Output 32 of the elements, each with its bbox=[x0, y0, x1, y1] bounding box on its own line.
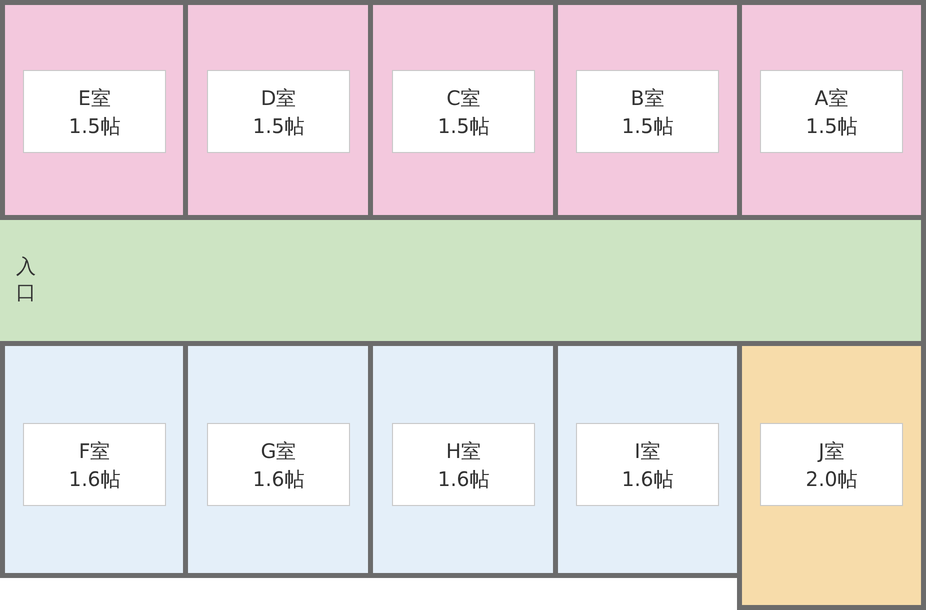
entrance-label: 入口 bbox=[16, 253, 37, 305]
room bbox=[188, 5, 368, 215]
room-name: E室 bbox=[78, 84, 111, 112]
room-name: A室 bbox=[814, 84, 848, 112]
room bbox=[5, 346, 183, 573]
room-size: 1.5帖 bbox=[806, 112, 858, 140]
room-size: 1.6帖 bbox=[68, 466, 120, 492]
room bbox=[188, 346, 368, 573]
corridor bbox=[0, 220, 921, 341]
room bbox=[742, 346, 921, 605]
room bbox=[373, 346, 553, 573]
room-name: D室 bbox=[260, 84, 296, 112]
room-name: B室 bbox=[630, 84, 664, 112]
room-size: 1.5帖 bbox=[68, 112, 120, 140]
room-name: I室 bbox=[634, 438, 660, 464]
room-name: G室 bbox=[260, 438, 296, 464]
room bbox=[558, 346, 737, 573]
room-size: 1.6帖 bbox=[438, 466, 490, 492]
room-size: 1.5帖 bbox=[438, 112, 490, 140]
room-name: C室 bbox=[446, 84, 480, 112]
room bbox=[742, 5, 921, 215]
room-size: 2.0帖 bbox=[806, 466, 858, 492]
room-name: J室 bbox=[818, 438, 844, 464]
room-size: 1.5帖 bbox=[622, 112, 674, 140]
room bbox=[5, 5, 183, 215]
room-size: 1.6帖 bbox=[252, 466, 304, 492]
room-size: 1.5帖 bbox=[252, 112, 304, 140]
room-size: 1.6帖 bbox=[622, 466, 674, 492]
room-name: F室 bbox=[78, 438, 110, 464]
room bbox=[373, 5, 553, 215]
room bbox=[558, 5, 737, 215]
room-name: H室 bbox=[446, 438, 482, 464]
